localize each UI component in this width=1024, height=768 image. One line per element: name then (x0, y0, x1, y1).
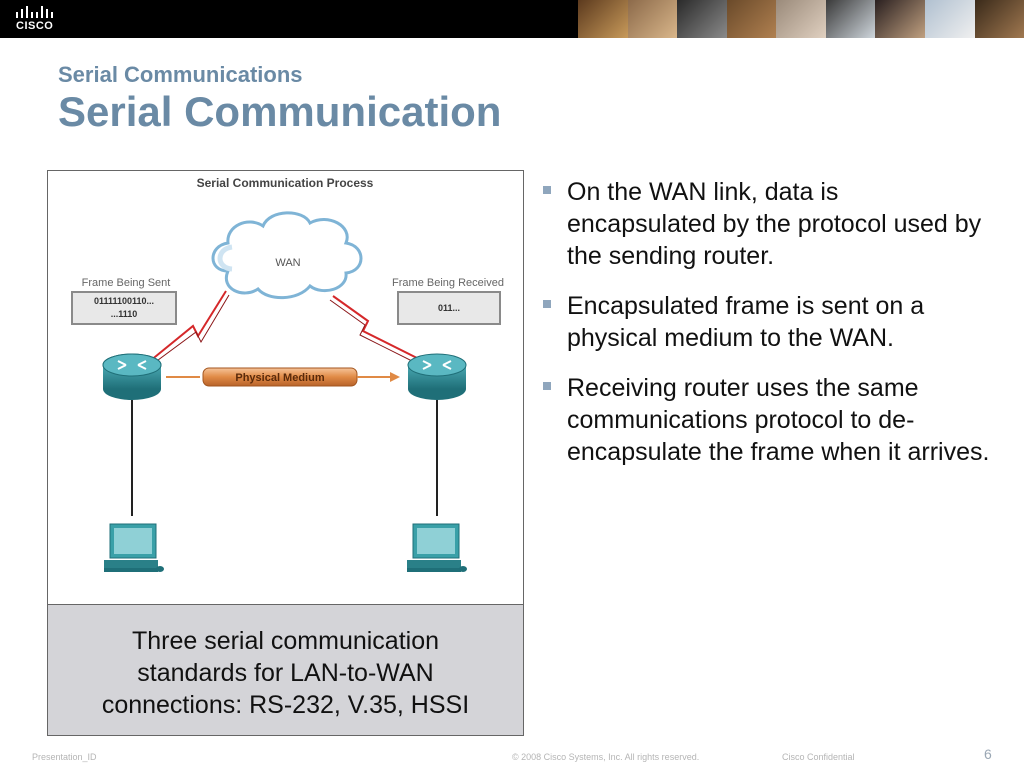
photo-2 (627, 0, 678, 38)
left-serial-link-icon (149, 290, 230, 367)
photo-6 (825, 0, 876, 38)
footer-confidential: Cisco Confidential (782, 752, 855, 762)
diagram-panel: Serial Communication Process WAN Frame B… (47, 170, 524, 606)
caption-text: Three serial communication standards for… (48, 625, 523, 721)
frame-received-label: Frame Being Received (392, 277, 504, 289)
frame-sent-bits-1: 01111100110... (94, 296, 154, 306)
bullet-text: Receiving router uses the same communica… (567, 374, 990, 466)
photo-8 (924, 0, 975, 38)
right-pc-icon (407, 523, 467, 572)
right-router-icon (407, 353, 467, 400)
top-banner: CISCO (0, 0, 1024, 38)
square-bullet-icon (543, 300, 551, 308)
serial-process-diagram: Serial Communication Process WAN Frame B… (71, 176, 504, 572)
bullet-item: Encapsulated frame is sent on a physical… (541, 290, 991, 354)
bullet-item: Receiving router uses the same communica… (541, 372, 991, 468)
photo-4 (726, 0, 777, 38)
bullet-item: On the WAN link, data is encapsulated by… (541, 176, 991, 272)
photo-7 (875, 0, 925, 38)
right-serial-link-icon (329, 295, 434, 371)
bullet-text: On the WAN link, data is encapsulated by… (567, 178, 982, 270)
medium-arrow-icon (390, 372, 400, 382)
bullet-list: On the WAN link, data is encapsulated by… (541, 176, 991, 486)
photo-5 (776, 0, 826, 38)
frame-received-bits: 011... (438, 303, 460, 313)
footer-copyright: © 2008 Cisco Systems, Inc. All rights re… (512, 752, 700, 762)
photo-1 (578, 0, 628, 38)
frame-sent-label: Frame Being Sent (82, 277, 171, 289)
left-router-icon (102, 353, 162, 400)
photo-strip (578, 0, 1024, 38)
footer-presentation-id: Presentation_ID (32, 752, 97, 762)
photo-3 (677, 0, 727, 38)
square-bullet-icon (543, 186, 551, 194)
diagram-title: Serial Communication Process (197, 176, 374, 190)
left-pc-icon (104, 523, 164, 572)
cisco-logo: CISCO (10, 4, 70, 34)
cisco-bars-icon (16, 6, 53, 18)
slide-subtitle: Serial Communications (58, 62, 303, 87)
caption-panel: Three serial communication standards for… (47, 604, 524, 736)
photo-9 (974, 0, 1024, 38)
caption-line-1: Three serial communication (131, 627, 440, 655)
cloud-label: WAN (275, 257, 300, 269)
frame-received-box (397, 291, 501, 325)
slide-title: Serial Communication (58, 88, 502, 135)
wan-cloud-icon (211, 211, 363, 300)
page-number: 6 (984, 746, 992, 762)
square-bullet-icon (543, 382, 551, 390)
caption-line-2: standards for LAN-to-WAN (137, 659, 434, 687)
caption-line-3: connections: RS-232, V.35, HSSI (101, 691, 470, 719)
logo-text: CISCO (16, 20, 54, 32)
physical-medium-label: Physical Medium (235, 372, 324, 384)
frame-sent-bits-2: ...1110 (111, 309, 138, 319)
frame-sent-box (71, 291, 177, 325)
bullet-text: Encapsulated frame is sent on a physical… (567, 292, 925, 352)
